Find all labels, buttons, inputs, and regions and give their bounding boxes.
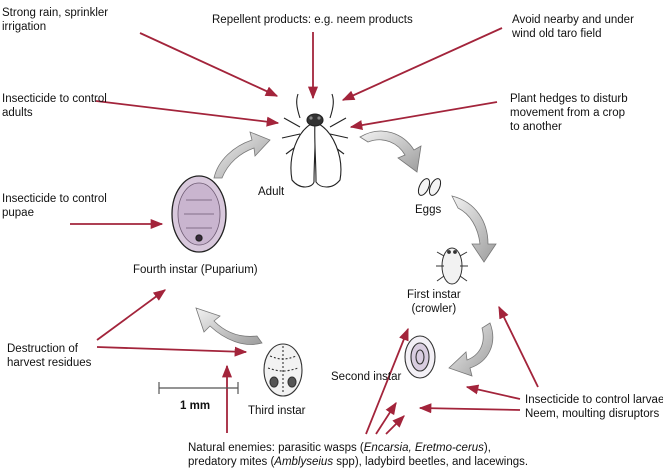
label-hedges: Plant hedges to disturb movement from a … <box>510 93 628 133</box>
arrow-larvae-1 <box>498 305 539 388</box>
cycle-arrow-first-to-second <box>448 322 494 377</box>
stage-label-eggs: Eggs <box>415 204 442 216</box>
adult-whitefly-illustration <box>281 93 349 188</box>
label-natural-enemies: Natural enemies: parasitic wasps (Encars… <box>188 441 528 469</box>
stage-label-second-instar: Second instar <box>331 371 402 383</box>
arrow-rain <box>139 32 279 97</box>
natural-enemies-text-2a: predatory mites ( <box>188 456 275 468</box>
arrow-destruction-1 <box>96 289 167 341</box>
stage-label-fourth-instar: Fourth instar (Puparium) <box>133 264 258 276</box>
stage-label-adult: Adult <box>258 186 285 198</box>
natural-enemies-text-1b: Encarsia, Eretmo-cerus <box>363 442 484 454</box>
arrow-larvae-3 <box>418 403 521 414</box>
fourth-instar-illustration <box>171 175 227 253</box>
cycle-arrow-adult-to-eggs <box>359 130 422 173</box>
natural-enemies-text-2c: spp), ladybird beetles, and lacewings. <box>333 456 529 468</box>
arrow-enemies-2 <box>365 327 409 435</box>
arrow-insecticide-adults <box>95 100 280 127</box>
label-insecticide-larvae: Insecticide to control larvae: Neem, mou… <box>525 394 663 420</box>
cycle-arrow-fourth-to-adult <box>213 131 271 179</box>
natural-enemies-text-2b: Amblyseius <box>274 456 334 468</box>
cycle-arrow-eggs-to-first <box>451 195 497 263</box>
label-destruction: Destruction of harvest residues <box>7 343 92 369</box>
label-avoid: Avoid nearby and under wind old taro fie… <box>512 14 634 40</box>
arrow-avoid <box>341 27 503 101</box>
arrow-enemies-3 <box>375 401 397 435</box>
label-repellent: Repellent products: e.g. neem products <box>212 14 413 26</box>
arrow-destruction-2 <box>96 346 248 357</box>
eggs-illustration <box>417 178 442 196</box>
arrow-hedges <box>349 101 498 131</box>
arrow-enemies-4 <box>385 415 405 435</box>
stage-label-third-instar: Third instar <box>248 405 306 417</box>
label-rain: Strong rain, sprinkler irrigation <box>2 7 109 33</box>
scale-bar <box>158 382 239 394</box>
scale-bar-label: 1 mm <box>180 400 211 412</box>
arrow-larvae-2 <box>465 384 521 400</box>
natural-enemies-text-1a: Natural enemies: parasitic wasps ( <box>188 442 364 454</box>
natural-enemies-text-1c: ), <box>483 442 491 454</box>
stage-label-first-instar: First instar (crowler) <box>407 289 461 315</box>
first-instar-illustration <box>436 247 468 285</box>
third-instar-illustration <box>263 343 303 397</box>
second-instar-illustration <box>404 335 436 379</box>
label-insecticide-adults: Insecticide to control adults <box>2 93 107 119</box>
cycle-arrow-third-to-fourth <box>195 307 263 345</box>
label-insecticide-pupae: Insecticide to control pupae <box>2 193 107 219</box>
